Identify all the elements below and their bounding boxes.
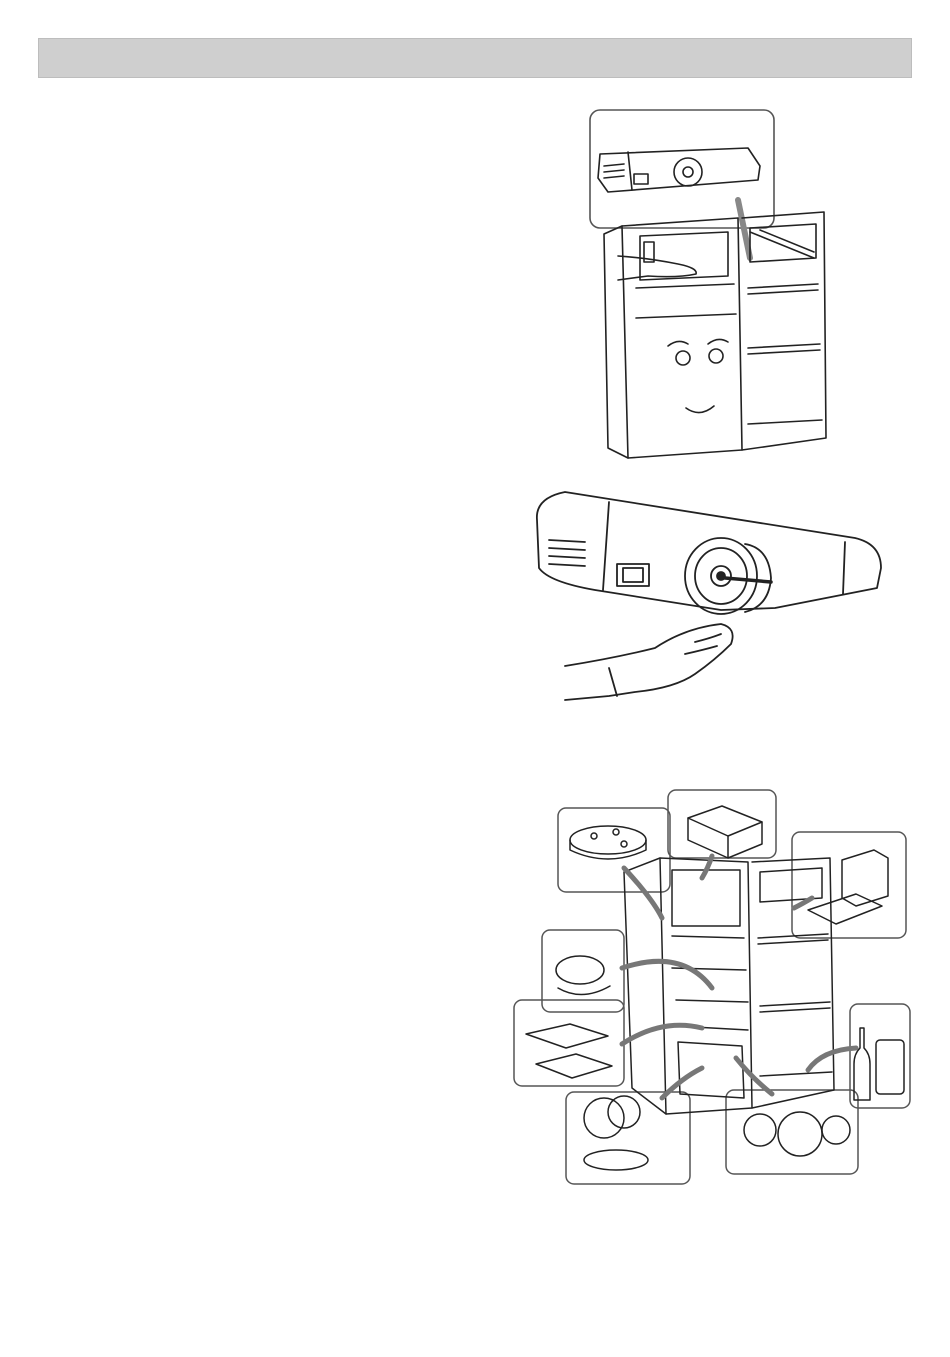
fridge-thermostat-illustration [588, 108, 830, 460]
thermostat-knob-illustration [525, 478, 887, 710]
food-storage-illustration [512, 788, 912, 1188]
section-header-bar [38, 38, 912, 78]
